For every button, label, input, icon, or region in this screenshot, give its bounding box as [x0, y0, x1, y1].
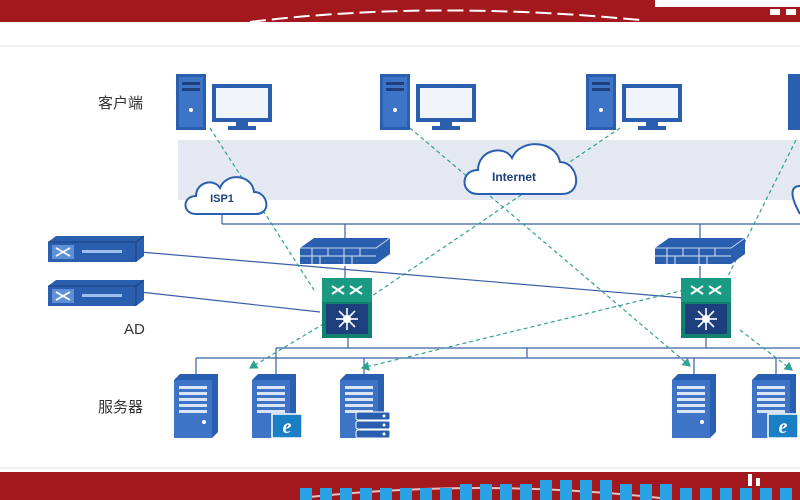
dashed-links [209, 127, 797, 371]
internet-cloud[interactable]: Internet [463, 143, 578, 195]
ad-appliance-1[interactable] [47, 235, 145, 263]
server-1[interactable] [174, 374, 218, 438]
core-switch-right[interactable] [680, 277, 732, 339]
bottom-banner [0, 472, 800, 500]
bottom-banner-decoration [299, 474, 792, 500]
client-pc-4[interactable] [788, 74, 800, 130]
client-pc-2[interactable] [380, 74, 476, 130]
servers-label: 服务器 [98, 399, 143, 416]
web-server-2[interactable] [752, 374, 799, 439]
isp1-label: ISP1 [210, 193, 234, 205]
ad-appliance-2[interactable] [47, 279, 145, 307]
web-server-1[interactable] [252, 374, 303, 439]
ie-icon [767, 413, 799, 439]
client-pc-1[interactable] [176, 74, 272, 130]
firewall-right[interactable] [654, 237, 746, 265]
cloud-icon [791, 185, 800, 215]
top-banner [0, 0, 800, 22]
server-2[interactable] [672, 374, 716, 438]
ie-icon [271, 413, 303, 439]
core-switch-left[interactable] [321, 277, 373, 339]
isp1-cloud[interactable]: ISP1 [184, 176, 268, 215]
firewall-left[interactable] [299, 237, 391, 265]
solid-links [139, 206, 800, 378]
top-banner-decoration [249, 0, 800, 22]
storage-server-1[interactable] [340, 374, 391, 439]
client-pc-3[interactable] [586, 74, 682, 130]
internet-label: Internet [492, 170, 536, 184]
right-cloud-partial[interactable] [791, 185, 800, 215]
clients-label: 客户端 [98, 95, 143, 112]
ad-label: AD [124, 321, 145, 338]
storage-icon [355, 411, 391, 439]
internet-cloud-icon [463, 143, 578, 195]
